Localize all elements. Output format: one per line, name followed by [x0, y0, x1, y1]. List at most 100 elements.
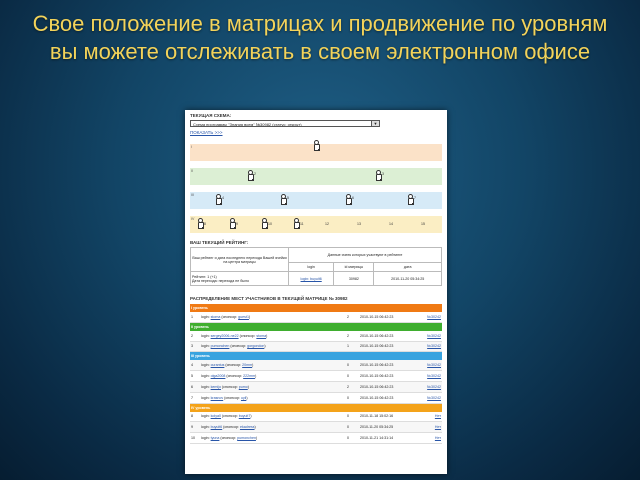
matrix-level-band: IV [190, 216, 442, 233]
row-ref-link[interactable]: №30242 [419, 381, 442, 393]
sponsor-link[interactable]: guest1 [238, 314, 249, 319]
login-link[interactable]: olga2008 [210, 374, 226, 379]
login-link[interactable]: krasnov [210, 395, 224, 400]
matrix-level-label: II [191, 169, 193, 173]
rating-matrix-id: 30982 [333, 271, 375, 286]
distribution-title: РАСПРЕДЕЛЕНИЕ МЕСТ УЧАСТНИКОВ В ТЕКУЩЕЙ … [190, 296, 348, 301]
subheader-matrix-id: id матрицы [333, 262, 375, 272]
matrix-cell-number: 8 [204, 222, 206, 226]
matrix-cell-figure[interactable] [345, 194, 352, 205]
level-header-row: IV уровень [190, 403, 442, 412]
row-login-cell: login: kemijo (спонсор: pumo) [200, 381, 337, 393]
sponsor-link[interactable]: uyli [240, 395, 247, 400]
sponsor-link[interactable]: 20mm [242, 363, 253, 368]
matrix-level-label: IV [191, 217, 195, 221]
row-ref-link[interactable]: №30242 [419, 392, 442, 404]
matrix-cell-number: 5 [287, 196, 289, 200]
matrix-cell-number: 13 [357, 222, 361, 226]
login-link[interactable]: tyuna [210, 436, 220, 441]
level-header-label: III уровень [190, 351, 442, 361]
matrix-cell-figure[interactable] [197, 218, 204, 229]
sponsor-link[interactable]: pumonchen [237, 436, 256, 441]
row-ref-link[interactable]: №30242 [419, 312, 442, 323]
matrix-cell-figure[interactable] [407, 194, 414, 205]
matrix-cell-figure[interactable] [313, 140, 320, 151]
matrix-cell-figure[interactable] [375, 170, 382, 181]
row-number: 8 [190, 411, 200, 423]
matrix-cell-number: 7 [414, 196, 416, 200]
row-login-cell: login: stoma (спонсор: guest1) [200, 312, 337, 323]
matrix-level-label: I [191, 145, 192, 149]
login-link[interactable]: sergey2006-ne22 [210, 333, 239, 338]
sponsor-link[interactable]: pumo [238, 384, 248, 389]
rating-title: ВАШ ТЕКУЩИЙ РЕЙТИНГ: [190, 240, 249, 245]
transition-value: Дата перехода: перехода не было [192, 278, 249, 283]
row-login-cell: login: curantus (спонсор: 20mm) [200, 360, 337, 372]
row-ref-link[interactable]: №30242 [419, 360, 442, 372]
login-link[interactable]: buyuit6 [210, 425, 223, 430]
row-ref-link[interactable]: Нет [419, 421, 442, 434]
matrix-cell-figure[interactable] [247, 170, 254, 181]
sponsor-link[interactable]: 222mm [243, 374, 256, 379]
login-link[interactable]: curantus [210, 363, 225, 368]
subheader-login: login [287, 262, 335, 272]
row-ref-link[interactable]: №30242 [419, 341, 442, 353]
row-login-cell: login: kolya0 (спонсор: buyuit7) [200, 411, 337, 423]
sponsor-link[interactable]: gorgondon [247, 344, 265, 349]
level-header-label: I уровень [190, 304, 442, 312]
scheme-select[interactable]: Схема программы "Знания всем" №30982 (ст… [190, 120, 380, 127]
login-link[interactable]: pumonchen [210, 344, 230, 349]
sponsor-link[interactable]: stoma [256, 333, 267, 338]
row-ref-link[interactable]: Нет [419, 411, 442, 423]
sponsor-link[interactable]: ekadress [239, 425, 255, 430]
row-date: 2010-10-15 06:42:23 [359, 370, 419, 382]
matrix-cell-figure[interactable] [280, 194, 287, 205]
row-ref-link[interactable]: №30242 [419, 330, 442, 342]
login-link[interactable]: stoma [210, 314, 221, 319]
row-login-cell: login: krasnov (спонсор: uyli) [200, 392, 337, 404]
level-header-label: IV уровень [190, 403, 442, 412]
row-ref-link[interactable]: №30242 [419, 370, 442, 382]
matrix-cell-figure[interactable] [215, 194, 222, 205]
row-count: 0 [337, 360, 359, 372]
rating-right-header: Данные ячеек которых участвуют в рейтинг… [288, 247, 442, 263]
row-number: 3 [190, 341, 200, 353]
matrix-cell-number: 15 [421, 222, 425, 226]
rating-login-link[interactable]: login: buyuit6 [287, 271, 335, 286]
row-number: 1 [190, 312, 200, 323]
row-number: 5 [190, 370, 200, 382]
level-header-row: III уровень [190, 351, 442, 361]
row-number: 4 [190, 360, 200, 372]
show-link[interactable]: ПОКАЗАТЬ >>> [190, 130, 223, 135]
rating-left-header: Ваш рейтинг и дата последнего перехода В… [190, 247, 289, 272]
matrix-cell-number: 11 [300, 222, 304, 226]
matrix-cell-number: 12 [325, 222, 329, 226]
chevron-down-icon[interactable]: ▼ [371, 121, 379, 126]
rating-value: Рейтинг: 1 (+1) [192, 274, 217, 279]
login-link[interactable]: kemijo [210, 384, 221, 389]
sponsor-link[interactable]: buyuit7 [238, 414, 251, 419]
row-date: 2010-10-15 06:42:23 [359, 312, 419, 323]
login-link[interactable]: kolya0 [210, 414, 221, 419]
slide-title: Свое положение в матрицах и продвижение … [32, 11, 608, 64]
matrix-level-band: II [190, 168, 442, 185]
row-count: 0 [337, 392, 359, 404]
row-count: 0 [337, 370, 359, 382]
matrix-cell-figure[interactable] [229, 218, 236, 229]
matrix-cell-figure[interactable] [261, 218, 268, 229]
row-count: 2 [337, 312, 359, 323]
matrix-cell-figure[interactable] [293, 218, 300, 229]
office-screenshot: ТЕКУЩАЯ СХЕМА: Схема программы "Знания в… [185, 110, 447, 474]
row-login-cell: login: buyuit6 (спонсор: ekadress) [200, 421, 337, 434]
row-login-cell: login: pumonchen (спонсор: gorgondon) [200, 341, 337, 353]
matrix-cell-number: 6 [352, 196, 354, 200]
row-ref-link[interactable]: Нет [419, 432, 442, 444]
row-number: 10 [190, 432, 200, 444]
matrix-cell-number: 10 [268, 222, 272, 226]
